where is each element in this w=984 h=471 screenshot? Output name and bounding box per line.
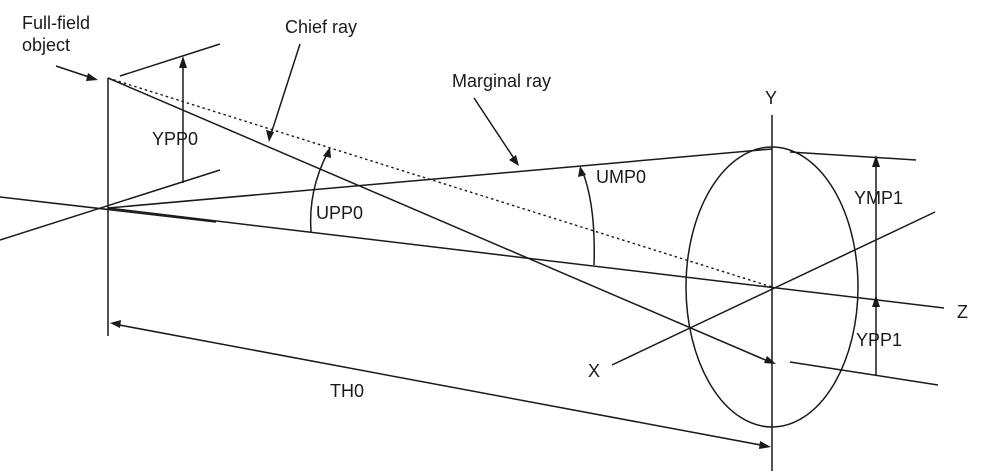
chief-ray-leader [270,43,301,135]
ypp1-label: YPP1 [856,330,902,350]
ypp0-label: YPP0 [152,129,198,149]
ypp1-bottom-bar [789,361,939,386]
z-axis-label: Z [957,302,968,322]
ump0-angle-arc [581,169,595,266]
x-axis-label: X [588,361,600,381]
chief-ray-leader-arrowhead [266,130,274,142]
marginal-ray-leader-arrowhead [509,155,519,166]
dotted-chief-ray-line [107,77,773,288]
upp0-label: UPP0 [316,203,363,223]
ypp0-top-bar [119,43,221,77]
ypp0-arrowhead [179,56,187,68]
y-axis-label: Y [765,88,777,108]
th0-arrowhead-left [110,320,121,328]
ymp1-arrowhead [872,155,880,167]
upp0-arrowhead [323,147,331,158]
ump0-arrowhead [578,166,586,177]
marginal-ray-label: Marginal ray [452,71,551,91]
chief-ray-label: Chief ray [285,17,357,37]
x-axis-line [611,211,936,366]
chief-ray-line [107,77,771,363]
object-depth-axis [0,169,221,241]
th0-arrowhead-right [759,441,771,449]
ymp1-top-bar [789,151,917,161]
marginal-ray-line [107,148,773,209]
ump0-label: UMP0 [596,167,646,187]
full-field-object-label-line2: object [22,35,70,55]
full-field-object-label-line1: Full-field [22,13,90,33]
full-field-object-arrowhead [86,73,98,81]
chief-ray-arrowhead [764,356,776,364]
ypp1-arrowhead [872,295,880,307]
object-horizontal-axis [0,196,217,223]
upp0-angle-arc [309,151,329,233]
th0-dimension-line [113,323,767,447]
marginal-ray-leader [473,97,516,161]
ymp1-label: YMP1 [854,188,903,208]
th0-label: TH0 [330,381,364,401]
full-field-object-leader [55,65,93,79]
